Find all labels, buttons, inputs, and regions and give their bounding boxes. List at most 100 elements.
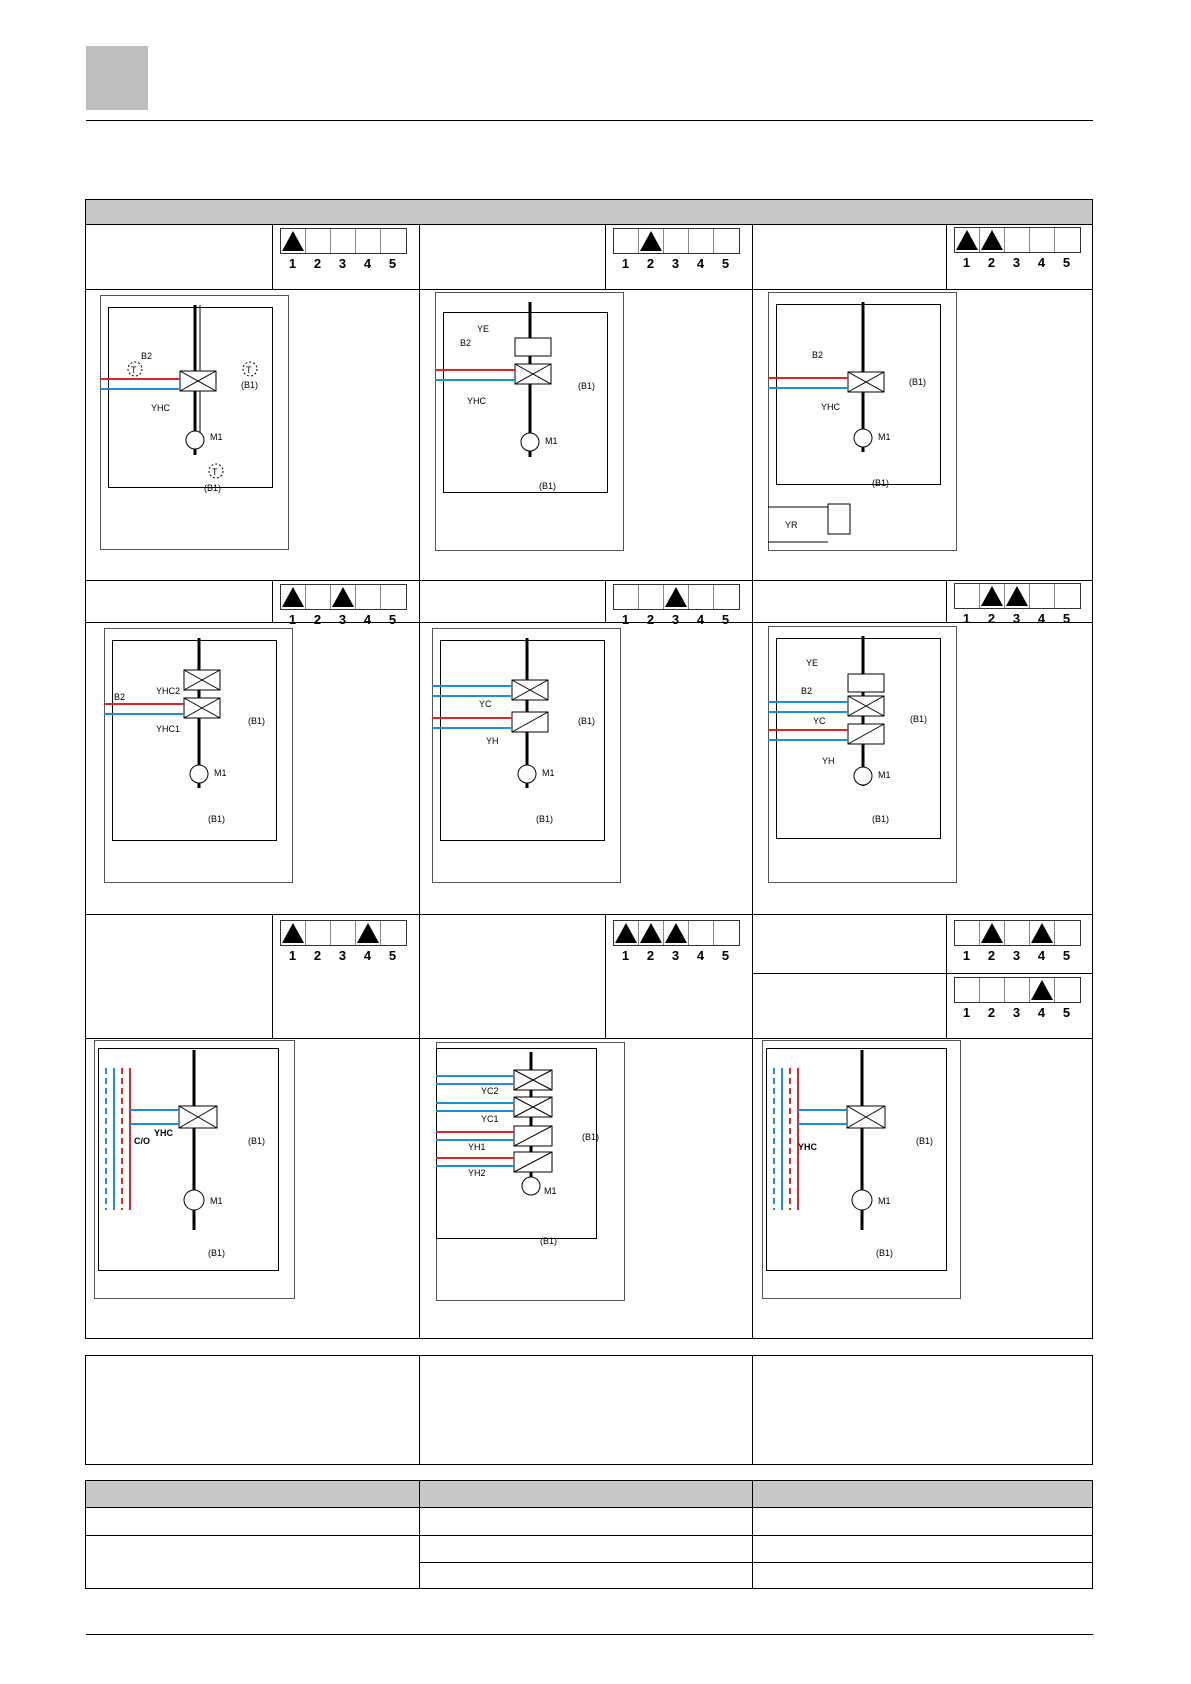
- svg-text:YH: YH: [486, 736, 499, 746]
- cell-divider: [605, 225, 606, 289]
- mode-number: 1: [962, 948, 971, 963]
- svg-text:(B1): (B1): [248, 716, 265, 726]
- mode-number: 3: [338, 948, 347, 963]
- svg-text:B2: B2: [801, 686, 812, 696]
- mode-empty-cell: [1030, 228, 1055, 252]
- hvac-diagram-heating-radiator: B2 YHC M1 (B1) (B1) YR: [768, 292, 958, 552]
- mode-empty-cell: [714, 921, 739, 945]
- hvac-diagram-changeover-2: YHC M1 (B1) (B1): [762, 1040, 962, 1300]
- mode-number: 4: [1037, 611, 1046, 626]
- mode-active-triangle: [980, 228, 1005, 252]
- svg-text:YHC: YHC: [821, 402, 841, 412]
- svg-text:YH1: YH1: [468, 1142, 486, 1152]
- svg-text:T: T: [212, 467, 218, 477]
- mode-active-triangle: [1030, 921, 1055, 945]
- mode-empty-cell: [955, 978, 980, 1002]
- mode-boxes: [280, 920, 407, 946]
- mode-selector: 1 2 3 4 5: [954, 583, 1081, 627]
- mode-empty-cell: [689, 921, 714, 945]
- mode-number: 3: [1012, 611, 1021, 626]
- svg-text:(B1): (B1): [872, 478, 889, 488]
- svg-text:YC2: YC2: [481, 1086, 499, 1096]
- column-divider: [419, 1355, 420, 1465]
- mode-number: 3: [1012, 255, 1021, 270]
- mode-empty-cell: [614, 229, 639, 253]
- svg-text:M1: M1: [544, 1186, 557, 1196]
- row-divider: [86, 1038, 1092, 1039]
- mode-active-triangle: [664, 921, 689, 945]
- mode-empty-cell: [664, 229, 689, 253]
- mode-active-triangle: [356, 921, 381, 945]
- mode-empty-cell: [714, 585, 739, 609]
- mode-number: 2: [313, 612, 322, 627]
- svg-text:M1: M1: [210, 1196, 223, 1206]
- applications-table-header: [86, 200, 1092, 225]
- mode-empty-cell: [980, 978, 1005, 1002]
- svg-text:(B1): (B1): [241, 380, 258, 390]
- mode-empty-cell: [356, 585, 381, 609]
- column-divider: [752, 225, 753, 1339]
- mode-boxes: [613, 228, 740, 254]
- mode-number: 2: [646, 612, 655, 627]
- svg-text:(B1): (B1): [578, 716, 595, 726]
- hvac-diagram-cooling-heating: YC YH M1 (B1) (B1): [432, 628, 622, 884]
- mode-number: 5: [721, 612, 730, 627]
- mode-empty-cell: [1055, 921, 1080, 945]
- mode-empty-cell: [1030, 584, 1055, 608]
- mode-active-triangle: [639, 921, 664, 945]
- svg-text:B2: B2: [812, 350, 823, 360]
- svg-text:(B1): (B1): [539, 481, 556, 491]
- svg-text:(B1): (B1): [909, 377, 926, 387]
- svg-text:(B1): (B1): [876, 1248, 893, 1258]
- svg-text:YC1: YC1: [481, 1114, 499, 1124]
- mode-number: 5: [1062, 1005, 1071, 1020]
- svg-text:T: T: [131, 365, 137, 375]
- mode-number: 1: [962, 255, 971, 270]
- mode-number: 4: [1037, 255, 1046, 270]
- mode-number: 2: [987, 1005, 996, 1020]
- mode-number: 1: [621, 256, 630, 271]
- mode-numbers: 1 2 3 4 5: [954, 611, 1081, 627]
- mode-number: 5: [388, 256, 397, 271]
- row-divider: [86, 622, 1092, 623]
- mode-number: 1: [621, 948, 630, 963]
- svg-text:(B1): (B1): [248, 1136, 265, 1146]
- mode-number: 2: [987, 948, 996, 963]
- hvac-diagram-two-stage-heating: B2 YHC2 YHC1 M1 (B1) (B1): [104, 628, 294, 884]
- svg-text:YR: YR: [785, 520, 798, 530]
- mode-boxes: [280, 584, 407, 610]
- cell-divider: [272, 580, 273, 622]
- mode-empty-cell: [306, 229, 331, 253]
- mode-number: 3: [671, 948, 680, 963]
- svg-text:M1: M1: [214, 768, 227, 778]
- mode-empty-cell: [689, 229, 714, 253]
- svg-text:YHC: YHC: [151, 403, 171, 413]
- hvac-diagram-cooling-heating-electric: YE B2 YC YH M1 (B1) (B1): [768, 626, 958, 884]
- hvac-diagram-four-stage: YC2 YC1 YH1 YH2 M1 (B1) (B1): [436, 1042, 626, 1302]
- mode-number: 2: [313, 256, 322, 271]
- mode-number: 4: [1037, 1005, 1046, 1020]
- svg-text:YHC2: YHC2: [156, 686, 180, 696]
- mode-active-triangle: [614, 921, 639, 945]
- mode-number: 5: [1062, 255, 1071, 270]
- mode-empty-cell: [955, 921, 980, 945]
- mode-number: 5: [1062, 611, 1071, 626]
- mode-number: 1: [962, 611, 971, 626]
- mode-number: 2: [987, 611, 996, 626]
- mode-active-triangle: [1030, 978, 1055, 1002]
- mode-active-triangle: [1005, 584, 1030, 608]
- mode-empty-cell: [639, 585, 664, 609]
- svg-text:(B1): (B1): [916, 1136, 933, 1146]
- svg-text:(B1): (B1): [204, 483, 221, 493]
- mode-number: 3: [671, 612, 680, 627]
- mode-empty-cell: [356, 229, 381, 253]
- cell-divider: [946, 580, 947, 622]
- mode-number: 4: [363, 948, 372, 963]
